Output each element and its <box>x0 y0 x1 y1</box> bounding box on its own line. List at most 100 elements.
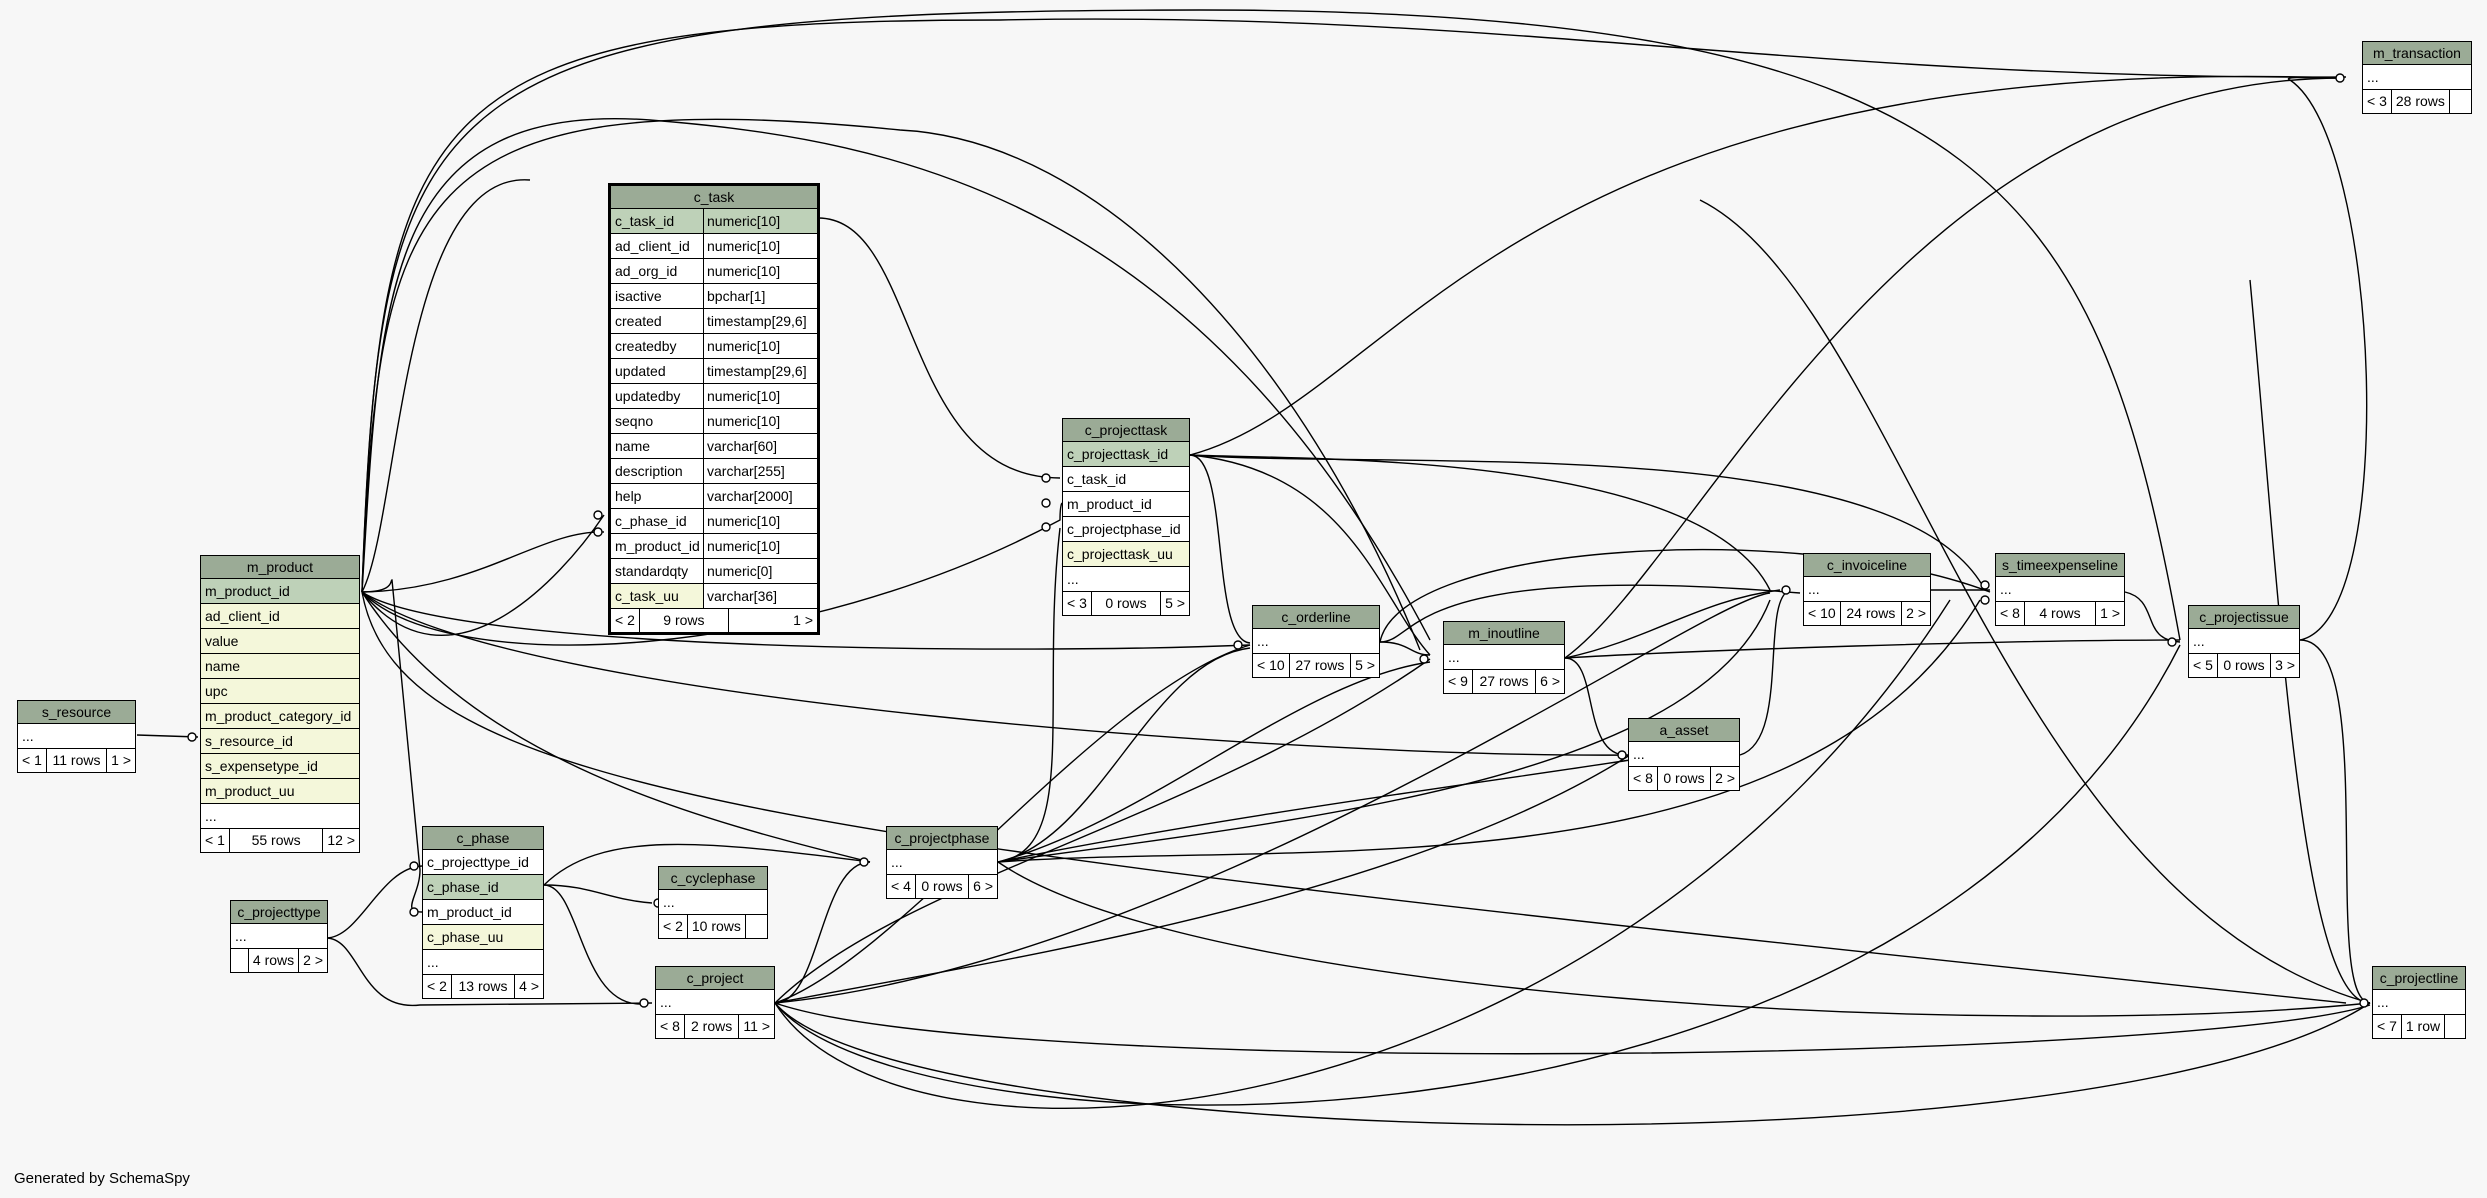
children-count[interactable] <box>2450 90 2471 113</box>
children-count[interactable]: 6 > <box>973 878 993 894</box>
children-count[interactable] <box>2445 1015 2465 1038</box>
row-count: 0 rows <box>1092 592 1162 615</box>
parents-count[interactable]: < 10 <box>1253 654 1290 677</box>
parents-count[interactable]: < 2 <box>423 975 452 998</box>
table-title: m_transaction <box>2363 42 2471 65</box>
children-count[interactable] <box>746 915 767 938</box>
children-count[interactable]: 2 > <box>1906 605 1926 621</box>
table-title: c_invoiceline <box>1804 554 1930 577</box>
column-name: ... <box>2367 69 2379 85</box>
column-type: numeric[10] <box>703 259 817 283</box>
column-name: ... <box>891 854 903 870</box>
children-count[interactable]: 3 > <box>2275 657 2295 673</box>
row-count: 0 rows <box>1658 767 1712 790</box>
column-name: upc <box>205 683 228 699</box>
column-type: varchar[36] <box>703 584 817 608</box>
children-count[interactable]: 1 > <box>793 612 814 628</box>
table-title: s_resource <box>18 701 135 724</box>
row-count: 0 rows <box>916 875 970 898</box>
column-name: c_task_id <box>1067 471 1127 487</box>
parents-count[interactable]: < 1 <box>18 749 47 772</box>
column-name: isactive <box>615 288 662 304</box>
table-title: a_asset <box>1629 719 1739 742</box>
column-name: ... <box>427 954 439 970</box>
column-name: ... <box>1067 571 1079 587</box>
column-name: ... <box>235 928 247 944</box>
children-count[interactable]: 1 > <box>2100 605 2120 621</box>
column-name: m_product_id <box>205 583 290 599</box>
column-name: seqno <box>615 413 654 429</box>
generator-credit: Generated by SchemaSpy <box>14 1170 190 1187</box>
table-title: c_phase <box>423 827 543 850</box>
column-type: varchar[60] <box>703 434 817 458</box>
column-name: c_projectphase_id <box>1067 521 1181 537</box>
column-type: timestamp[29,6] <box>703 359 817 383</box>
column-name: s_expensetype_id <box>205 758 318 774</box>
parents-count[interactable]: < 2 <box>659 915 688 938</box>
children-count[interactable]: 5 > <box>1355 657 1375 673</box>
parents-count[interactable]: < 8 <box>656 1015 685 1038</box>
parents-count[interactable]: < 9 <box>1444 670 1473 693</box>
parents-count[interactable]: < 1 <box>201 829 230 852</box>
column-type: numeric[0] <box>703 559 817 583</box>
column-type: numeric[10] <box>703 384 817 408</box>
column-name: createdby <box>615 338 677 354</box>
parents-count[interactable]: < 8 <box>1629 767 1658 790</box>
children-count[interactable]: 1 > <box>111 752 131 768</box>
children-count[interactable]: 2 > <box>1715 770 1735 786</box>
children-count[interactable]: 11 > <box>743 1018 770 1034</box>
parents-count[interactable]: < 5 <box>2189 654 2218 677</box>
table-c-projecttask[interactable]: c_projecttask c_projecttask_id c_task_id… <box>1062 418 1190 616</box>
row-count: 4 rows <box>2025 602 2097 625</box>
children-count[interactable]: 12 > <box>327 832 355 848</box>
row-count: 1 row <box>2402 1015 2446 1038</box>
table-c-phase[interactable]: c_phase c_projecttype_id c_phase_id m_pr… <box>422 826 544 999</box>
parents-count[interactable]: < 8 <box>1996 602 2025 625</box>
column-name: c_phase_id <box>427 879 499 895</box>
parents-count[interactable]: < 3 <box>2363 90 2392 113</box>
column-name: value <box>205 633 239 649</box>
table-title: c_task <box>611 186 817 209</box>
column-type: numeric[10] <box>703 409 817 433</box>
children-count[interactable]: 6 > <box>1540 673 1560 689</box>
table-title: c_projectphase <box>887 827 997 850</box>
parents-count[interactable]: < 4 <box>887 875 916 898</box>
row-count: 10 rows <box>688 915 746 938</box>
children-count[interactable]: 2 > <box>303 952 323 968</box>
column-name: ... <box>205 808 217 824</box>
row-count: 13 rows <box>452 975 516 998</box>
parents-count[interactable]: < 3 <box>1063 592 1092 615</box>
children-count[interactable]: 5 > <box>1165 595 1185 611</box>
row-count: 55 rows <box>230 829 324 852</box>
row-count: 0 rows <box>2218 654 2272 677</box>
parents-count[interactable]: < 7 <box>2373 1015 2402 1038</box>
column-name: m_product_id <box>1067 496 1152 512</box>
column-name: c_projecttype_id <box>427 854 529 870</box>
parents-count[interactable]: < 2 <box>611 609 640 632</box>
column-name: m_product_uu <box>205 783 295 799</box>
table-title: c_projectline <box>2373 967 2465 990</box>
column-name: updated <box>615 363 666 379</box>
parents-count[interactable] <box>231 949 249 972</box>
children-count[interactable]: 4 > <box>519 978 539 994</box>
table-title: c_projecttype <box>231 901 327 924</box>
parents-count[interactable]: < 10 <box>1804 602 1841 625</box>
column-name: m_product_id <box>615 538 700 554</box>
column-name: ... <box>22 728 34 744</box>
column-name: c_projecttask_uu <box>1067 546 1173 562</box>
table-m-product[interactable]: m_product m_product_id ad_client_id valu… <box>200 555 360 853</box>
